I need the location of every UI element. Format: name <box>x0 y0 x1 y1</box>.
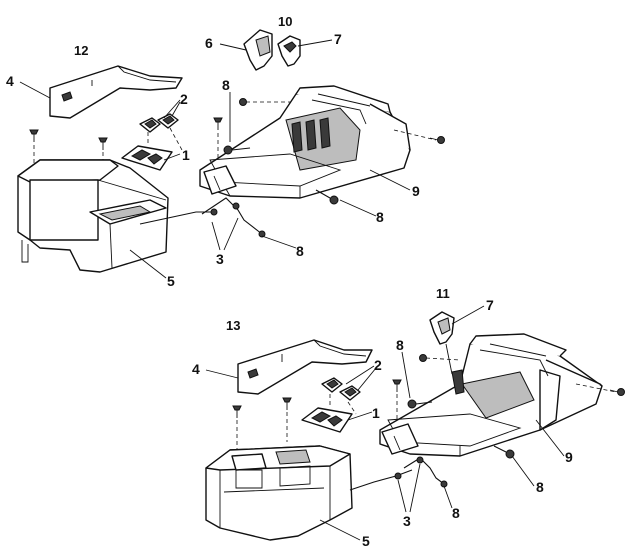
lower-assembly: 13 11 <box>192 286 625 549</box>
screw-lower-front <box>609 388 625 396</box>
callout-upper-3: 3 <box>216 251 224 267</box>
shift-knob-6 <box>243 29 273 71</box>
shift-knob-7 <box>277 35 301 67</box>
console-front-9 <box>199 85 411 199</box>
callout-lower-8c: 8 <box>536 479 544 495</box>
armrest-cover-panel-4-lower <box>237 339 373 395</box>
console-front-9-lower <box>379 333 603 457</box>
callout-upper-8c: 8 <box>376 209 384 225</box>
callout-lower-2: 2 <box>374 357 382 373</box>
screw-lower-b <box>282 397 292 410</box>
callout-lower-8a: 8 <box>396 337 404 353</box>
callout-lower-4: 4 <box>192 361 200 377</box>
bulb-upper-top <box>223 145 251 155</box>
view-label-13: 13 <box>226 318 240 333</box>
callout-lower-9: 9 <box>565 449 573 465</box>
callout-upper-8a: 8 <box>222 77 230 93</box>
switch-panel-1-lower <box>301 407 353 433</box>
screw-upper-c <box>213 117 223 130</box>
callout-lower-5: 5 <box>362 533 370 549</box>
console-rear-5 <box>17 159 169 273</box>
callout-upper-5: 5 <box>167 273 175 289</box>
upper-assembly: 12 <box>6 14 445 289</box>
screw-upper-b <box>98 137 108 150</box>
screw-lower-c <box>392 379 402 392</box>
callout-lower-8b: 8 <box>452 505 460 521</box>
armrest-cover-panel-4 <box>49 65 183 119</box>
view-label-11: 11 <box>436 286 450 301</box>
console-bracket-lower <box>381 423 419 455</box>
callout-upper-6: 6 <box>205 35 213 51</box>
screw-upper-a <box>29 129 39 142</box>
screw-upper-front <box>429 136 445 144</box>
callout-upper-7: 7 <box>334 31 342 47</box>
switch-panel-1 <box>121 145 173 171</box>
callout-upper-1: 1 <box>182 147 190 163</box>
switch-pair-2 <box>139 113 179 133</box>
bulb-lower-top <box>407 399 433 409</box>
switch-pair-2-lower <box>321 377 361 401</box>
callout-upper-4: 4 <box>6 73 14 89</box>
callout-upper-2: 2 <box>180 91 188 107</box>
callout-lower-3: 3 <box>403 513 411 529</box>
shift-knob-7-lower <box>429 311 455 345</box>
screw-lower-a <box>232 405 242 418</box>
callout-upper-8b: 8 <box>296 243 304 259</box>
wiring-upper <box>139 189 339 238</box>
wiring-lower <box>349 445 515 491</box>
console-rear-5-lower <box>205 445 353 541</box>
view-label-12: 12 <box>74 43 88 58</box>
view-label-10: 10 <box>278 14 292 29</box>
callout-lower-1: 1 <box>372 405 380 421</box>
callout-upper-9: 9 <box>412 183 420 199</box>
callout-lower-7: 7 <box>486 297 494 313</box>
console-bracket <box>203 165 237 195</box>
